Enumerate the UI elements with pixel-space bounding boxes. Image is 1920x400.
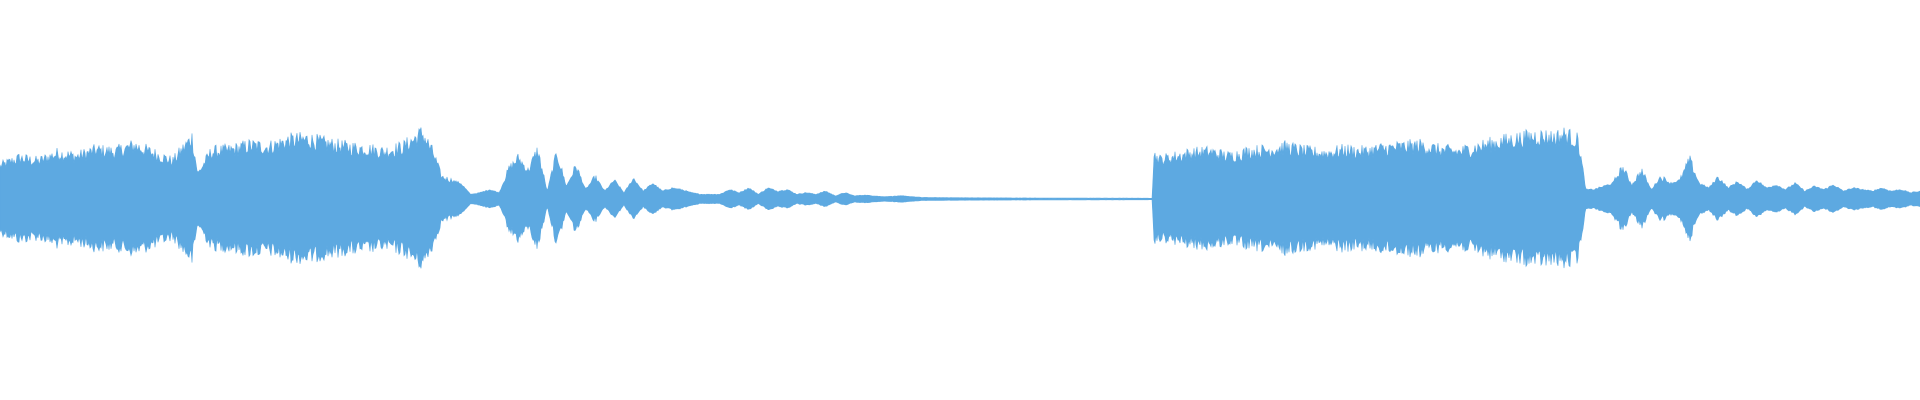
waveform-shape — [0, 127, 1920, 269]
